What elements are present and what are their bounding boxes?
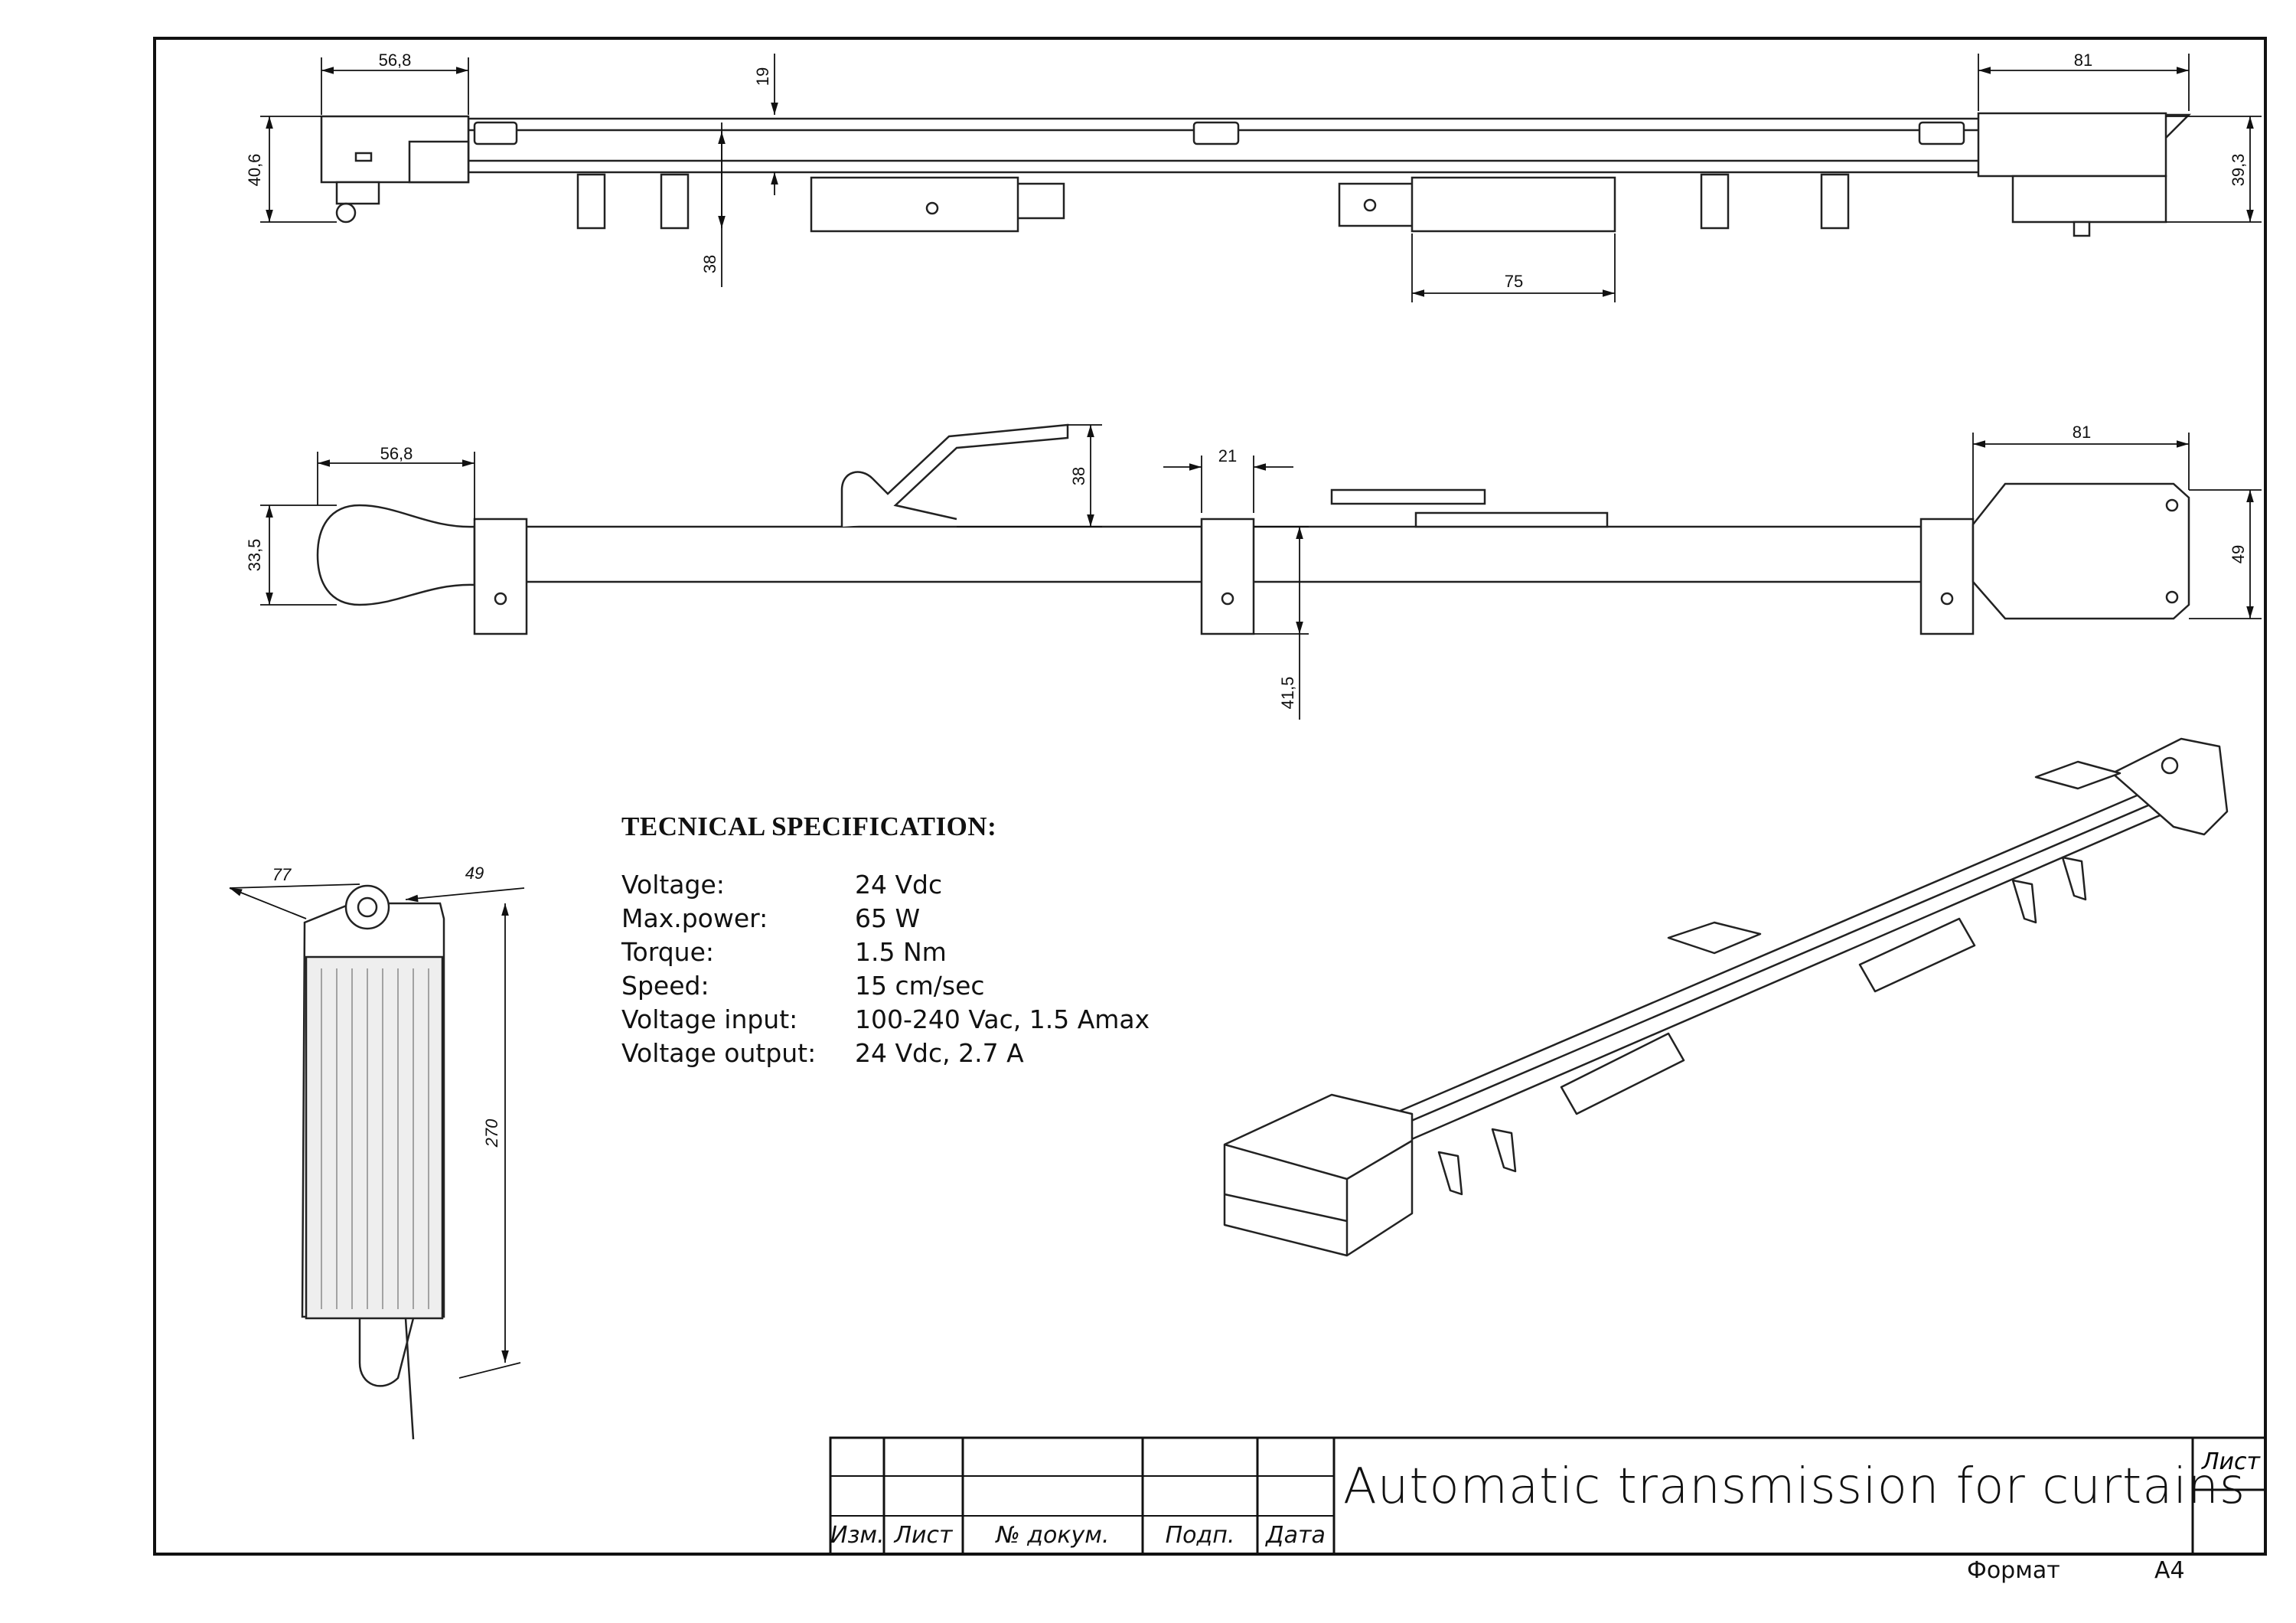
sheet-label: Лист — [2201, 1448, 2261, 1475]
spec-value: 15 cm/sec — [855, 971, 985, 1001]
top-view — [320, 112, 2192, 237]
dim-ps-length: 270 — [482, 1118, 501, 1148]
spec-value: 24 Vdc, 2.7 A — [855, 1038, 1024, 1068]
spec-value: 100-240 Vac, 1.5 Amax — [855, 1004, 1150, 1034]
dim-top-right-width: 81 — [2074, 51, 2092, 70]
format-label: Формат — [1967, 1557, 2060, 1584]
dim-side-depth: 41,5 — [1278, 677, 1297, 710]
dim-top-gap: 19 — [753, 67, 772, 86]
spec-key: Speed: — [621, 971, 709, 1001]
dim-top-carrier-width: 75 — [1505, 272, 1523, 291]
spec-key: Voltage input: — [621, 1004, 798, 1034]
drawing-title: Automatic transmission for curtains — [1343, 1458, 2246, 1515]
side-view-dim-labels: 56,8 81 33,5 38 21 49 41,5 — [245, 423, 2248, 709]
spec-row: Voltage output: 24 Vdc, 2.7 A — [621, 1037, 1150, 1070]
spec-row: Voltage input: 100-240 Vac, 1.5 Amax — [621, 1003, 1150, 1037]
spec-key: Max.power: — [621, 903, 768, 933]
power-supply — [301, 884, 445, 1440]
spec-value: 24 Vdc — [855, 870, 943, 900]
sheet-frame — [153, 37, 2267, 1556]
stamp-col-revision: Изм. — [830, 1522, 885, 1549]
iso-left-end — [1223, 1093, 1414, 1257]
dim-top-left-height: 40,6 — [245, 154, 264, 187]
dim-side-bracket-width: 21 — [1218, 446, 1237, 465]
side-right-end — [1971, 482, 2190, 620]
dim-side-right-height: 49 — [2229, 545, 2248, 563]
stamp-col-signature: Подп. — [1165, 1522, 1235, 1549]
dim-side-left-height: 33,5 — [245, 539, 264, 572]
stamp-col-date: Дата — [1266, 1522, 1326, 1549]
side-arm — [840, 423, 1069, 527]
dim-ps-depth: 49 — [465, 864, 484, 883]
spec-key: Voltage: — [621, 870, 725, 900]
stamp-col-document: № докум. — [996, 1522, 1110, 1549]
spec-value: 1.5 Nm — [855, 937, 947, 967]
dim-top-right-height: 39,3 — [2229, 154, 2248, 187]
dim-top-left-width: 56,8 — [379, 51, 412, 70]
dim-top-drop: 38 — [700, 255, 719, 273]
spec-row: Speed: 15 cm/sec — [621, 969, 1150, 1003]
spec-key: Voltage output: — [621, 1038, 817, 1068]
top-right-end — [1977, 112, 2167, 178]
side-rail — [504, 525, 2007, 583]
title-block — [829, 1436, 2267, 1556]
dim-side-arm-height: 38 — [1069, 467, 1088, 485]
spec-row: Voltage: 24 Vdc — [621, 868, 1150, 902]
format-value: А4 — [2154, 1557, 2185, 1584]
stamp-col-sheet: Лист — [894, 1522, 953, 1549]
spec-row: Max.power: 65 W — [621, 902, 1150, 936]
iso-rail — [1391, 772, 2206, 1142]
spec-row: Torque: 1.5 Nm — [621, 936, 1150, 969]
spec-key: Torque: — [621, 937, 715, 967]
dim-side-right-width: 81 — [2073, 423, 2091, 442]
spec-title: TECNICAL SPECIFICATION: — [621, 812, 997, 841]
dim-ps-width: 77 — [272, 865, 292, 884]
side-left-motor — [316, 504, 476, 606]
isometric-view — [1223, 737, 2229, 1257]
power-supply-dim-labels: 77 49 270 — [272, 864, 501, 1148]
top-view-dim-labels: 56,8 81 40,6 19 38 39,3 75 — [245, 51, 2248, 291]
top-view-dims — [260, 54, 2262, 302]
dim-side-left-width: 56,8 — [380, 444, 413, 463]
power-supply-dims — [229, 883, 525, 1379]
spec-value: 65 W — [855, 903, 921, 933]
iso-right-end — [2111, 737, 2229, 836]
technical-specification: TECNICAL SPECIFICATION: Voltage: 24 Vdc M… — [621, 812, 1150, 1070]
side-view-dims — [260, 424, 2262, 720]
